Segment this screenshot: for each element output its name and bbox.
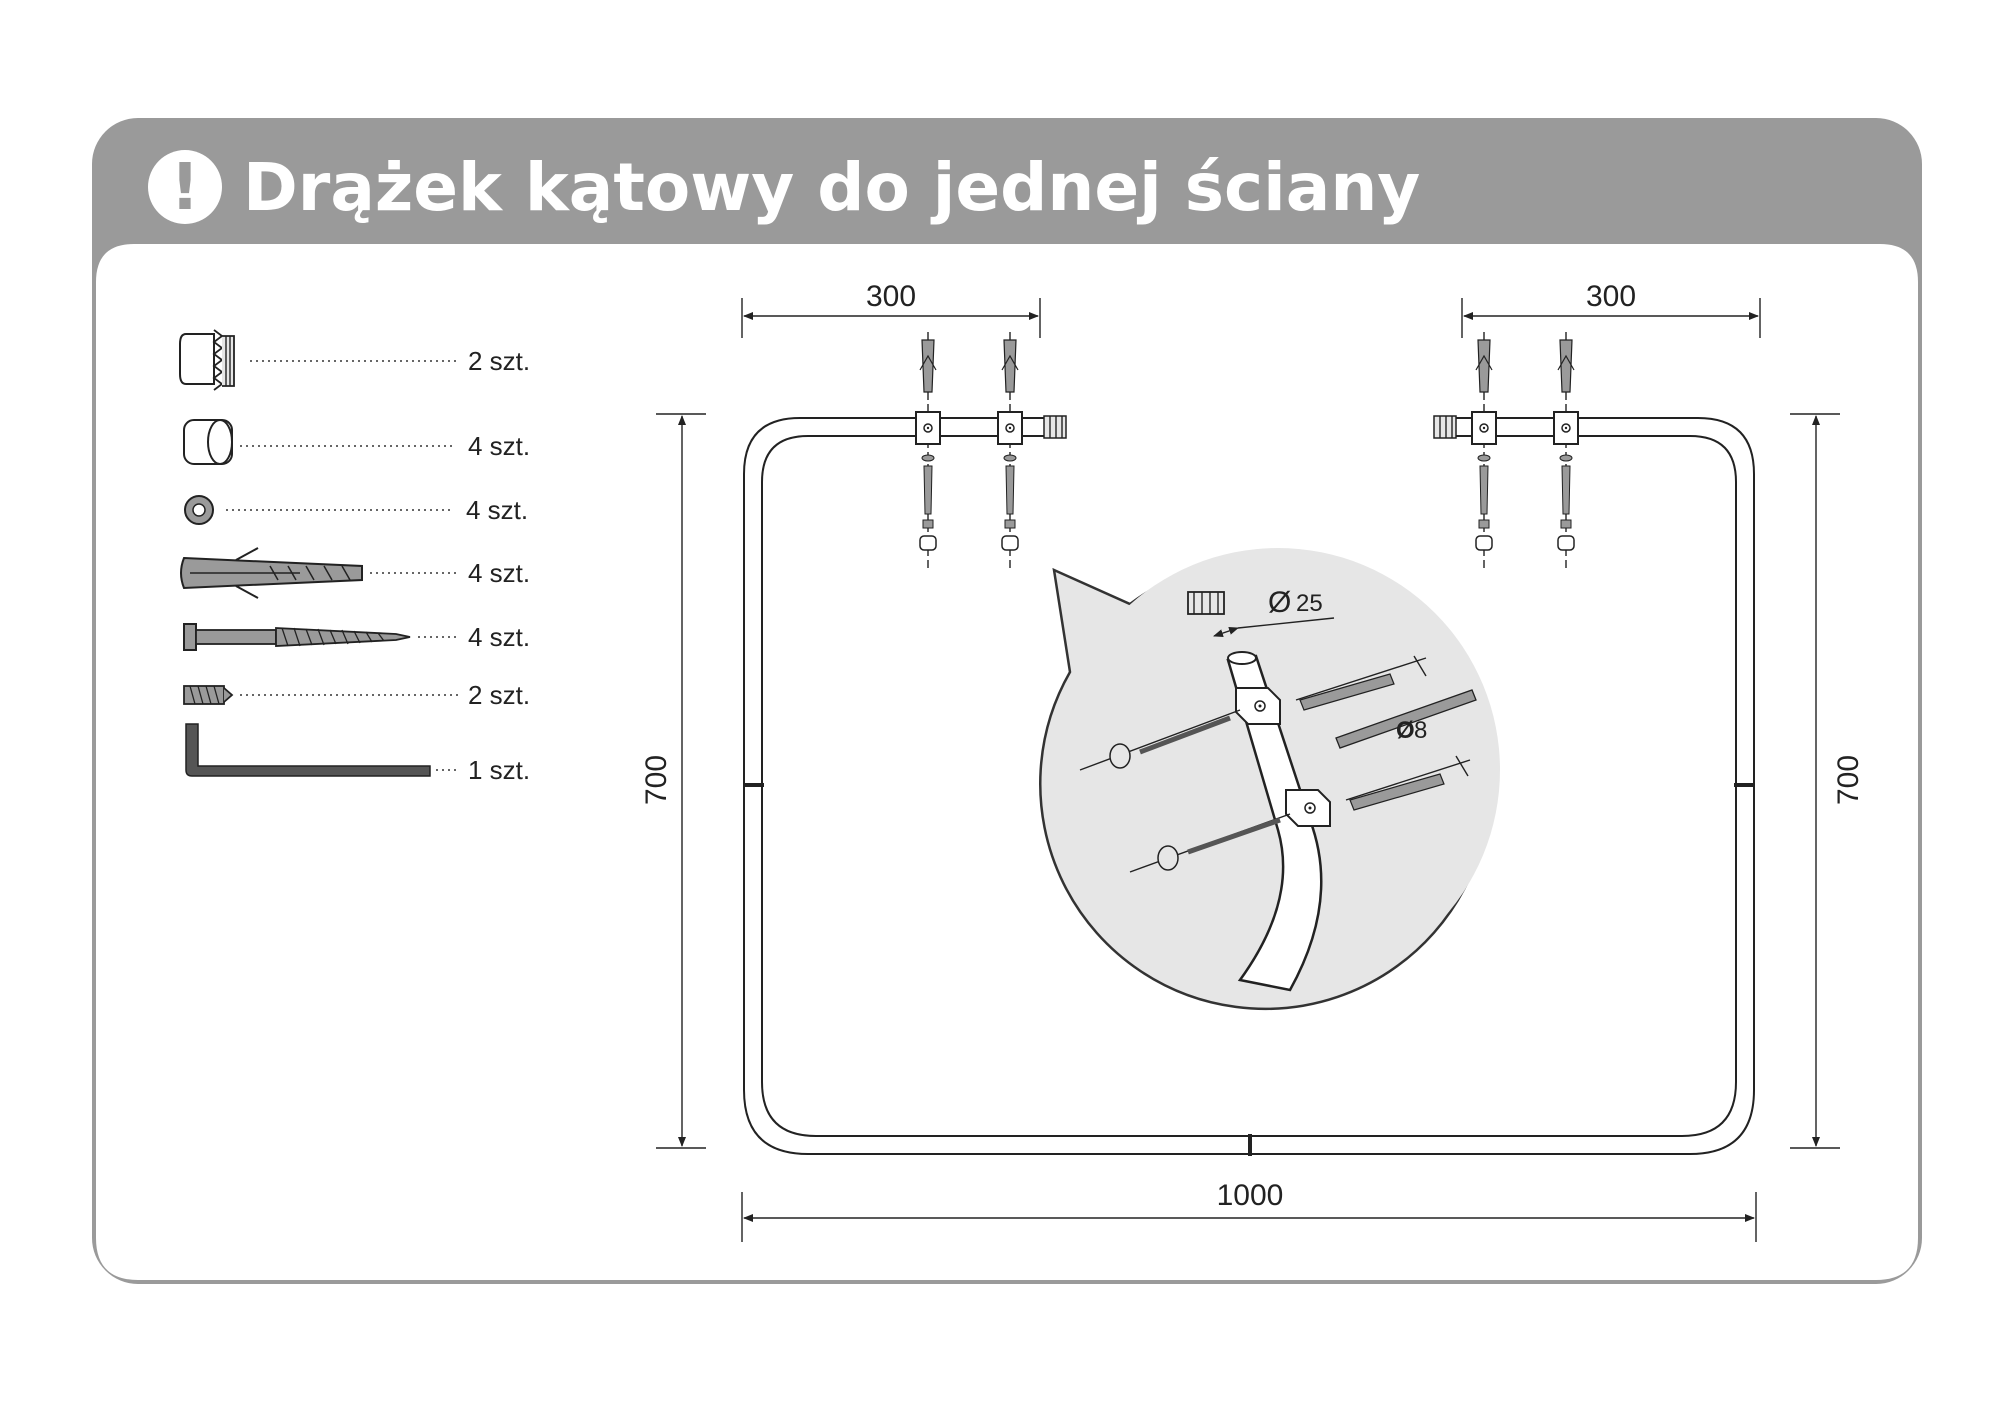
- part-qty-allen-key: 1 szt.: [468, 755, 530, 785]
- part-qty-screw: 4 szt.: [468, 622, 530, 652]
- panel-body: [96, 244, 1918, 1280]
- drill-diameter: 8: [1414, 717, 1427, 744]
- diameter-symbol: Ø: [1268, 586, 1291, 619]
- dimension-bottom: 1000: [1217, 1179, 1284, 1212]
- drill-diameter-symbol: Ø: [1396, 717, 1415, 744]
- part-qty-set-screw: 2 szt.: [468, 680, 530, 710]
- wall-plug-icon: [180, 547, 363, 599]
- warning-icon-glyph: !: [170, 151, 199, 225]
- dimension-left-top: 300: [866, 280, 916, 313]
- bracket-3: [1471, 332, 1497, 570]
- detail-callout: Ø 25 Ø 8: [1039, 548, 1500, 1011]
- part-qty-wall-plug: 4 szt.: [468, 558, 530, 588]
- part-qty-washer: 4 szt.: [466, 495, 528, 525]
- parts-list: 2 szt. 4 szt. 4 szt. 4 szt.: [179, 329, 530, 785]
- part-qty-screw-cap: 4 szt.: [468, 431, 530, 461]
- page-title: Drążek kątowy do jednej ściany: [243, 149, 1420, 226]
- screw-cap-icon: [183, 419, 233, 465]
- washer-icon: [184, 495, 214, 525]
- bracket-1: [915, 332, 941, 570]
- pipe-diameter: 25: [1296, 590, 1323, 617]
- part-qty-end-plug: 2 szt.: [468, 346, 530, 376]
- end-plug-icon: [179, 329, 235, 391]
- warning-icon: [148, 150, 222, 224]
- bracket-4: [1553, 332, 1579, 570]
- bracket-2: [997, 332, 1023, 570]
- detail-pipe: [1226, 654, 1323, 992]
- panel: [92, 118, 1922, 1284]
- dimension-right-side: 700: [1832, 755, 1865, 805]
- rail-drawing: [743, 332, 1755, 1156]
- end-plug-left: [1043, 415, 1067, 439]
- dimension-left-side: 700: [640, 755, 673, 805]
- dimensions: 300 300 700 700 1000: [640, 280, 1865, 1242]
- header: ! Drążek kątowy do jednej ściany: [148, 149, 1420, 226]
- dimension-right-top: 300: [1586, 280, 1636, 313]
- screw-icon: [183, 623, 411, 651]
- detail-end-plug: [1187, 591, 1225, 615]
- set-screw-icon: [183, 685, 234, 705]
- allen-key-icon: [185, 723, 431, 777]
- end-plug-right: [1433, 415, 1457, 439]
